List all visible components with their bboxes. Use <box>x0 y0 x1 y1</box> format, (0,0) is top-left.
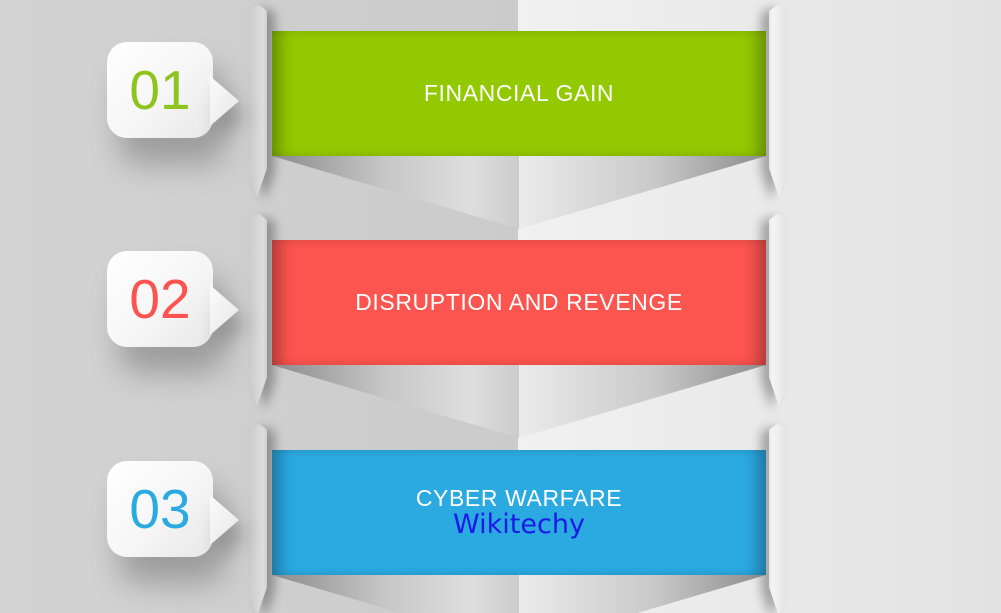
section-financial-gain: FINANCIAL GAIN 01 <box>0 31 1001 251</box>
banner-label: DISRUPTION AND REVENGE <box>355 288 683 315</box>
badge-number: 03 <box>129 478 191 540</box>
ribbon-edge-left <box>249 5 267 197</box>
banner-label: FINANCIAL GAIN <box>423 79 615 106</box>
ribbon-fold-right <box>519 575 766 613</box>
section-disruption-revenge: DISRUPTION AND REVENGE 02 <box>0 240 1001 460</box>
badge-number: 01 <box>129 59 191 121</box>
ribbon-fold-left <box>272 575 519 613</box>
section-cyber-warfare: CYBER WARFARE Wikitechy 03 <box>0 450 1001 613</box>
number-badge-01: 01 <box>107 42 213 138</box>
ribbon-edge-right <box>769 5 787 197</box>
banner-disruption-revenge: DISRUPTION AND REVENGE <box>272 240 766 365</box>
ribbon-fold-right <box>519 156 766 229</box>
number-badge-02: 02 <box>107 251 213 347</box>
banner-sublabel-wikitechy: Wikitechy <box>453 508 585 540</box>
ribbon-edge-left <box>249 214 267 406</box>
ribbon-edge-right <box>769 214 787 406</box>
banner-label: CYBER WARFARE <box>415 484 623 511</box>
badge-pointer <box>210 495 239 545</box>
badge-number: 02 <box>129 268 191 330</box>
number-badge-03: 03 <box>107 461 213 557</box>
ribbon-edge-left <box>249 424 267 613</box>
banner-financial-gain: FINANCIAL GAIN <box>272 31 766 156</box>
ribbon-fold-right <box>519 365 766 438</box>
banner-cyber-warfare: CYBER WARFARE Wikitechy <box>272 450 766 575</box>
ribbon-fold-left <box>272 156 519 229</box>
ribbon-edge-right <box>769 424 787 613</box>
badge-pointer <box>210 76 239 126</box>
badge-pointer <box>210 285 239 335</box>
ribbon-fold-left <box>272 365 519 438</box>
